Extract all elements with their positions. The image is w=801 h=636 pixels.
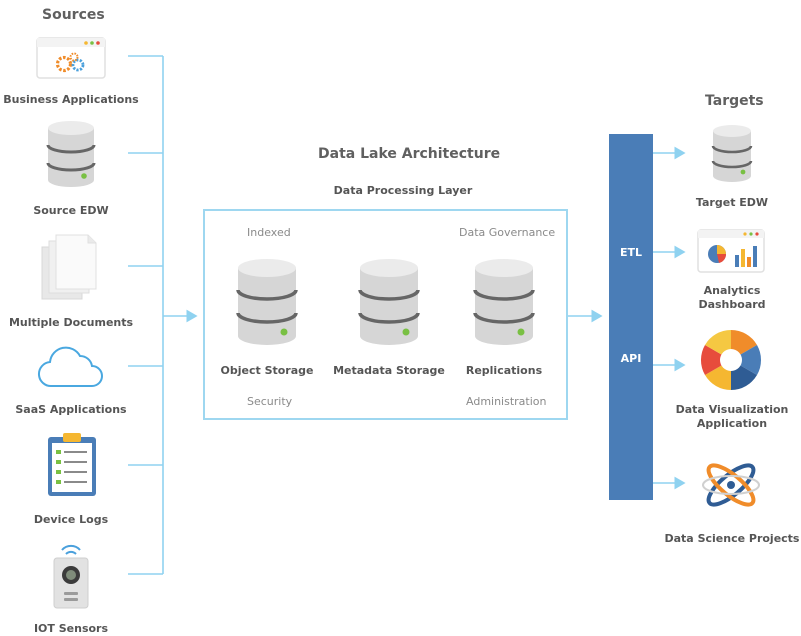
storage-label-object-storage: Object Storage	[220, 364, 314, 377]
source-label-iot-sensors: IOT Sensors	[33, 622, 109, 635]
source-label-device-logs: Device Logs	[33, 513, 109, 526]
source-label-source-edw: Source EDW	[33, 204, 109, 217]
diagram-title: Data Lake Architecture	[318, 146, 501, 162]
replications-database-icon	[473, 259, 535, 345]
sources-heading: Sources	[42, 7, 105, 23]
metadata-storage-database-icon	[358, 259, 420, 345]
target-edw-database-icon	[711, 125, 753, 182]
cloud-icon	[38, 346, 103, 388]
targets-heading: Targets	[705, 93, 764, 109]
source-label-saas-applications: SaaS Applications	[15, 403, 127, 416]
target-label-target-edw: Target EDW	[695, 196, 769, 209]
source-label-business-applications: Business Applications	[3, 93, 139, 106]
data-science-atom-icon	[702, 463, 760, 507]
business-applications-icon	[36, 37, 106, 79]
storage-label-replications: Replications	[465, 364, 543, 377]
iot-sensor-icon	[53, 544, 89, 609]
corner-label-indexed: Indexed	[247, 226, 291, 239]
processing-layer-label: Data Processing Layer	[333, 184, 473, 197]
corner-label-security: Security	[247, 395, 293, 408]
documents-icon	[41, 234, 97, 300]
source-edw-database-icon	[46, 121, 96, 187]
etl-api-bar: ETL API	[609, 134, 653, 500]
target-label-data-visualization-application: Data Visualization Application	[675, 403, 789, 430]
clipboard-checklist-icon	[48, 433, 96, 496]
source-label-multiple-documents: Multiple Documents	[8, 316, 134, 329]
data-lake-box	[203, 209, 568, 420]
object-storage-database-icon	[236, 259, 298, 345]
analytics-dashboard-icon	[697, 229, 765, 273]
target-label-data-science-projects: Data Science Projects	[664, 532, 800, 545]
target-label-analytics-dashboard: Analytics Dashboard	[698, 284, 766, 311]
api-label: API	[620, 352, 642, 365]
storage-label-metadata-storage: Metadata Storage	[333, 364, 445, 377]
data-visualization-icon	[700, 330, 762, 390]
etl-label: ETL	[619, 246, 643, 259]
corner-label-administration: Administration	[466, 395, 547, 408]
corner-label-data-governance: Data Governance	[459, 226, 556, 239]
